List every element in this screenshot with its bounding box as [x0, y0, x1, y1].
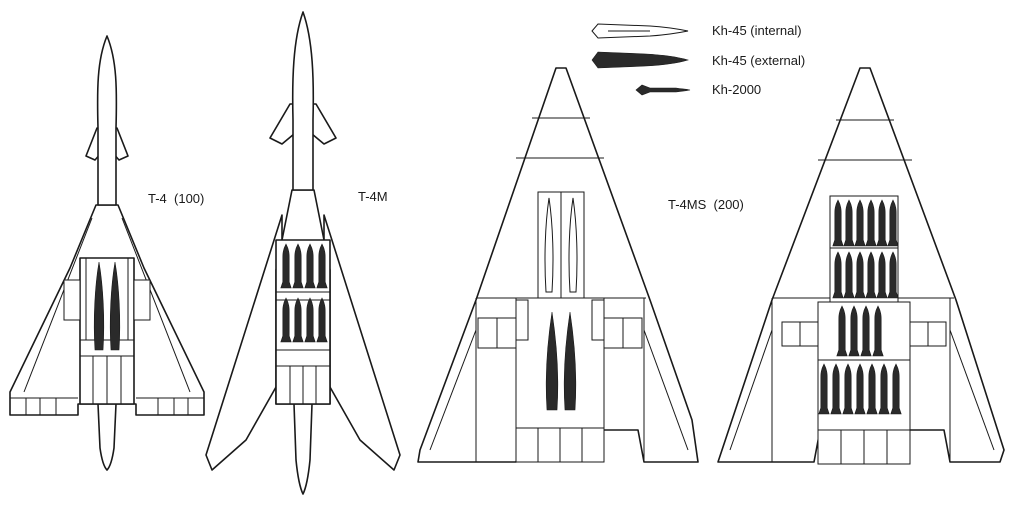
aircraft-t4ms-a — [417, 67, 699, 463]
aircraft-t4m — [205, 11, 401, 495]
kh2000-missile — [292, 297, 304, 343]
legend-label-kh45-external: Kh-45 (external) — [712, 53, 806, 68]
t4ms-b-kh2000-missiles — [818, 199, 902, 415]
t4-kh45-missiles — [93, 261, 121, 351]
kh2000-missile — [316, 243, 328, 289]
kh2000-missile — [830, 363, 842, 415]
missile-outline-icon — [591, 23, 689, 39]
t4ms-a-kh45-internal — [544, 197, 578, 293]
kh2000-missile — [832, 251, 844, 299]
kh2000-missile — [316, 297, 328, 343]
kh2000-missile — [876, 251, 888, 299]
kh2000-missile — [878, 363, 890, 415]
t4m-wing-right — [323, 214, 401, 471]
aircraft-t4ms-b — [717, 67, 1005, 465]
legend-label-kh2000: Kh-2000 — [712, 82, 762, 97]
missile-filled-icon — [591, 51, 690, 69]
aircraft-label-t4: T-4 (100) — [148, 191, 205, 206]
small-missile-icon — [635, 84, 691, 96]
kh2000-missile — [887, 251, 899, 299]
kh2000-missile — [887, 199, 899, 247]
kh2000-missile — [876, 199, 888, 247]
kh2000-missile — [866, 363, 878, 415]
t4ms-a-kh45-external — [545, 311, 577, 411]
kh2000-missile — [832, 199, 844, 247]
legend-label-kh45-internal: Kh-45 (internal) — [712, 23, 802, 38]
t4m-kh2000-missiles — [280, 243, 328, 343]
kh2000-missile — [854, 363, 866, 415]
kh2000-missile — [280, 297, 292, 343]
kh2000-missile — [854, 199, 866, 247]
kh2000-missile — [843, 199, 855, 247]
kh2000-missile — [872, 305, 884, 357]
kh2000-missile — [865, 251, 877, 299]
legend-icons — [591, 23, 691, 96]
kh2000-missile — [860, 305, 872, 357]
kh2000-missile — [818, 363, 830, 415]
aircraft-t4 — [9, 35, 205, 471]
kh2000-missile — [836, 305, 848, 357]
t4-fuselage — [96, 35, 118, 206]
kh2000-missile — [890, 363, 902, 415]
kh2000-missile — [280, 243, 292, 289]
kh2000-missile — [304, 297, 316, 343]
t4-elevons — [25, 398, 189, 415]
kh2000-missile — [865, 199, 877, 247]
kh2000-missile — [848, 305, 860, 357]
aircraft-label-t4m: T-4M — [358, 189, 388, 204]
kh2000-missile — [843, 251, 855, 299]
kh2000-missile — [292, 243, 304, 289]
t4m-wing-left — [205, 214, 283, 471]
kh2000-missile — [854, 251, 866, 299]
kh2000-missile — [304, 243, 316, 289]
kh2000-missile — [842, 363, 854, 415]
t4m-fuselage — [291, 11, 315, 191]
aircraft-label-t4ms: T-4MS (200) — [668, 197, 744, 212]
